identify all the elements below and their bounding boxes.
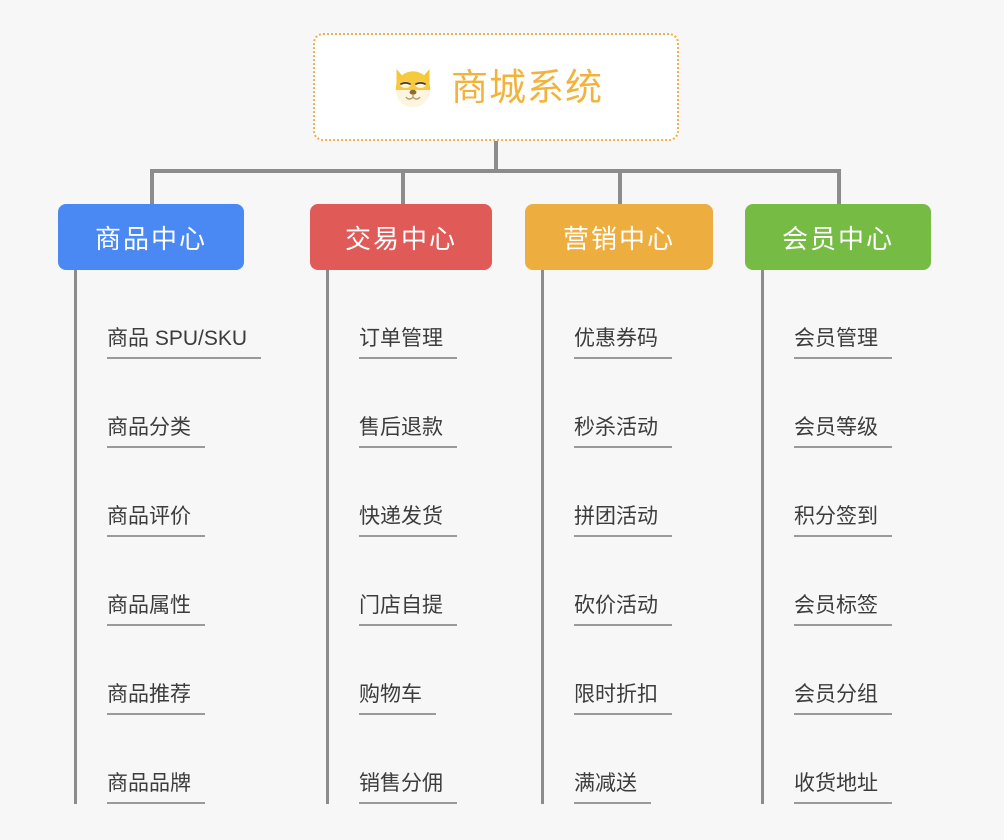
connector-drop-branch-4	[837, 169, 841, 204]
branch-items-product: 商品 SPU/SKU 商品分类 商品评价 商品属性 商品推荐 商品品牌	[74, 270, 262, 804]
list-item[interactable]: 会员标签	[764, 537, 931, 626]
list-item-label: 商品属性	[107, 594, 205, 626]
list-item-label: 拼团活动	[574, 505, 672, 537]
branch-column-product: 商品中心 商品 SPU/SKU 商品分类 商品评价 商品属性 商品推荐 商品品牌	[58, 204, 262, 804]
list-item-label: 限时折扣	[574, 683, 672, 715]
branch-header-trade[interactable]: 交易中心	[310, 204, 492, 270]
list-item-label: 会员管理	[794, 327, 892, 359]
list-item-label: 收货地址	[794, 772, 892, 804]
connector-drop-branch-3	[618, 169, 622, 204]
list-item[interactable]: 满减送	[544, 715, 713, 804]
list-item[interactable]: 商品属性	[77, 537, 244, 626]
list-item-label: 商品 SPU/SKU	[107, 327, 262, 359]
branch-header-member[interactable]: 会员中心	[745, 204, 931, 270]
shiba-dog-face-icon	[389, 63, 437, 111]
branch-column-member: 会员中心 会员管理 会员等级 积分签到 会员标签 会员分组 收货地址	[745, 204, 931, 804]
branch-header-marketing[interactable]: 营销中心	[525, 204, 713, 270]
connector-drop-branch-1	[150, 169, 154, 204]
list-item[interactable]: 快递发货	[329, 448, 492, 537]
list-item-label: 快递发货	[359, 505, 457, 537]
list-item-label: 商品推荐	[107, 683, 205, 715]
list-item[interactable]: 商品 SPU/SKU	[77, 270, 262, 359]
list-item[interactable]: 销售分佣	[329, 715, 492, 804]
list-item-label: 商品分类	[107, 416, 205, 448]
list-item[interactable]: 砍价活动	[544, 537, 713, 626]
list-item[interactable]: 会员管理	[764, 270, 931, 359]
list-item[interactable]: 商品推荐	[77, 626, 244, 715]
branch-header-product[interactable]: 商品中心	[58, 204, 244, 270]
list-item-label: 购物车	[359, 683, 436, 715]
branch-items-marketing: 优惠券码 秒杀活动 拼团活动 砍价活动 限时折扣 满减送	[541, 270, 713, 804]
root-node[interactable]: 商城系统	[313, 33, 679, 141]
list-item-label: 满减送	[574, 772, 651, 804]
list-item[interactable]: 商品品牌	[77, 715, 244, 804]
list-item-label: 门店自提	[359, 594, 457, 626]
list-item[interactable]: 收货地址	[764, 715, 931, 804]
list-item[interactable]: 优惠券码	[544, 270, 713, 359]
list-item-label: 砍价活动	[574, 594, 672, 626]
list-item-label: 秒杀活动	[574, 416, 672, 448]
root-title: 商城系统	[451, 66, 603, 108]
list-item[interactable]: 会员等级	[764, 359, 931, 448]
list-item[interactable]: 会员分组	[764, 626, 931, 715]
list-item[interactable]: 秒杀活动	[544, 359, 713, 448]
list-item-label: 销售分佣	[359, 772, 457, 804]
list-item[interactable]: 商品分类	[77, 359, 244, 448]
list-item-label: 会员分组	[794, 683, 892, 715]
list-item-label: 会员等级	[794, 416, 892, 448]
list-item[interactable]: 购物车	[329, 626, 492, 715]
list-item-label: 积分签到	[794, 505, 892, 537]
connector-drop-branch-2	[401, 169, 405, 204]
list-item[interactable]: 拼团活动	[544, 448, 713, 537]
branch-column-marketing: 营销中心 优惠券码 秒杀活动 拼团活动 砍价活动 限时折扣 满减送	[525, 204, 713, 804]
list-item-label: 售后退款	[359, 416, 457, 448]
list-item[interactable]: 限时折扣	[544, 626, 713, 715]
list-item[interactable]: 售后退款	[329, 359, 492, 448]
list-item[interactable]: 订单管理	[329, 270, 492, 359]
connector-horizontal-bus	[150, 169, 838, 173]
list-item-label: 商品评价	[107, 505, 205, 537]
list-item-label: 订单管理	[359, 327, 457, 359]
branch-items-trade: 订单管理 售后退款 快递发货 门店自提 购物车 销售分佣	[326, 270, 492, 804]
list-item-label: 优惠券码	[574, 327, 672, 359]
list-item-label: 会员标签	[794, 594, 892, 626]
connector-root-stem	[494, 141, 498, 171]
branch-column-trade: 交易中心 订单管理 售后退款 快递发货 门店自提 购物车 销售分佣	[310, 204, 492, 804]
list-item[interactable]: 商品评价	[77, 448, 244, 537]
branch-items-member: 会员管理 会员等级 积分签到 会员标签 会员分组 收货地址	[761, 270, 931, 804]
list-item[interactable]: 门店自提	[329, 537, 492, 626]
list-item-label: 商品品牌	[107, 772, 205, 804]
list-item[interactable]: 积分签到	[764, 448, 931, 537]
